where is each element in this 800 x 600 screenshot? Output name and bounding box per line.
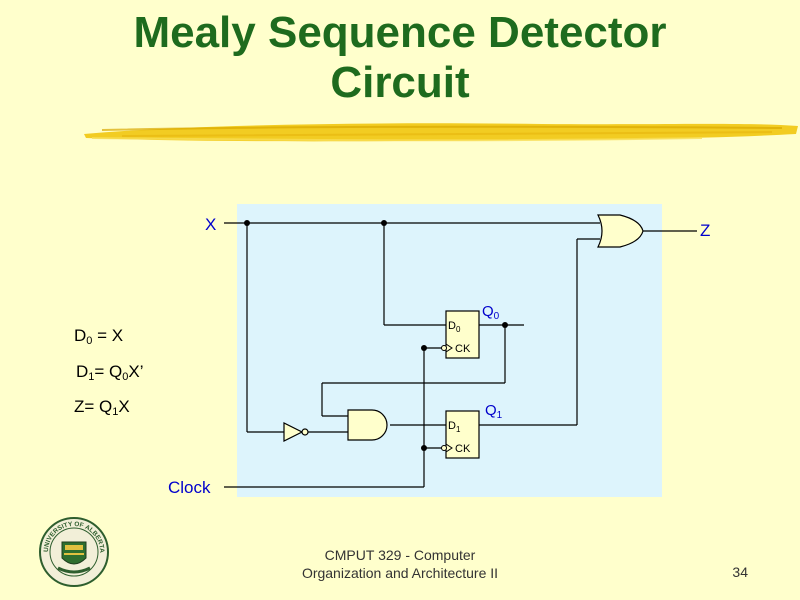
title-line-1: Mealy Sequence Detector — [133, 8, 667, 57]
title-line-2: Circuit — [330, 58, 470, 107]
and-gate — [347, 409, 388, 441]
page-number: 34 — [732, 564, 748, 580]
ff0-clock-bubble — [441, 345, 447, 351]
q0-label: Q0 — [482, 303, 500, 322]
equation-d1: D1= Q0X’ — [76, 362, 144, 383]
footer-line-1: CMPUT 329 - Computer — [324, 547, 476, 563]
slide-title: Mealy Sequence Detector Circuit — [0, 8, 800, 108]
equation-z: Z= Q1X — [74, 397, 130, 418]
flip-flop-0 — [445, 310, 480, 359]
not-gate — [283, 422, 304, 442]
junction-dot — [421, 445, 427, 451]
junction-dot — [421, 345, 427, 351]
junction-dot — [244, 220, 250, 226]
ff0-d-label: D0 — [448, 320, 461, 334]
junction-dot — [502, 322, 508, 328]
ff1-d-label: D1 — [448, 420, 461, 434]
brush-stroke-divider — [84, 123, 798, 142]
input-x-label: X — [205, 215, 216, 234]
clock-label: Clock — [168, 478, 211, 497]
output-z-label: Z — [700, 221, 710, 240]
not-gate-bubble — [301, 428, 309, 436]
junction-dot — [381, 220, 387, 226]
flip-flop-1 — [445, 410, 480, 459]
or-gate — [597, 214, 644, 248]
equation-d0: D0 = X — [74, 326, 124, 347]
q1-label: Q1 — [485, 402, 503, 421]
university-crest-logo: UNIVERSITY OF ALBERTA — [39, 517, 109, 587]
ff0-ck-label: CK — [455, 343, 471, 355]
ff1-ck-label: CK — [455, 443, 471, 455]
ff1-clock-bubble — [441, 445, 447, 451]
slide-footer: CMPUT 329 - Computer Organization and Ar… — [250, 546, 550, 582]
footer-line-2: Organization and Architecture II — [301, 565, 499, 581]
